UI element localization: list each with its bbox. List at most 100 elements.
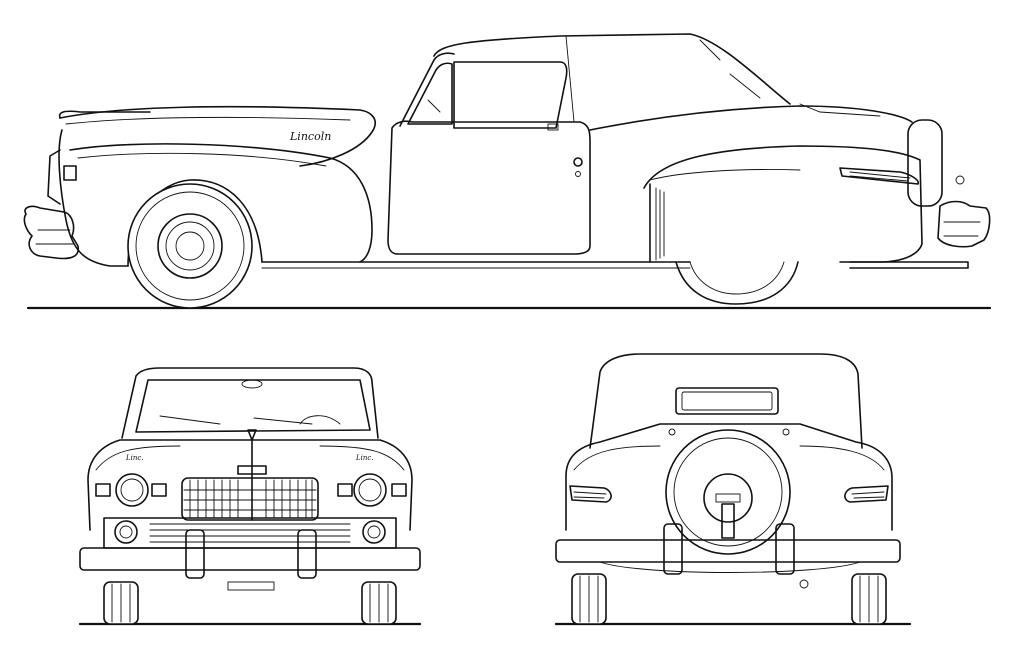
door-outline [387,120,591,255]
spare-hub [703,473,753,523]
fog-lamp-left [114,520,138,544]
front-top-outline [121,367,379,439]
front-grille-side [47,149,61,205]
front-tire-inner [135,191,245,301]
fog-lamp-left-lens [119,525,133,539]
tire-tread-front [111,583,389,623]
headlamp-left-lens [120,478,144,502]
top-seam-1 [565,35,575,123]
headlamp-right-lens [358,478,382,502]
front-hubcap-ring [165,221,215,271]
front-bumper [79,547,421,571]
deck-hinge-right [782,428,790,436]
park-lamp-left-inner [151,483,167,497]
hood-front-edge [58,110,151,119]
lower-grille [103,517,397,549]
mirror [241,379,263,389]
license-plate-front [227,581,275,591]
park-lamp-right [391,483,407,497]
front-fender-crowns [95,445,405,471]
front-hub-center [175,231,205,261]
rear-lamp-small [955,175,965,185]
side-window [453,61,568,129]
front-body-outline [87,439,413,531]
lower-grille-bars [149,523,351,543]
fender-hatching [655,187,665,261]
door-handle [573,157,583,167]
front-tire [127,183,253,309]
tail-lamp-right [844,485,889,503]
rear-window-glass [681,391,773,411]
rear-top-outline [589,353,863,449]
hood-outline [59,105,376,167]
rear-valance [599,561,861,573]
vent-latch [427,99,441,113]
upper-grille-bars [183,479,317,519]
park-lamp-right-inner [337,483,353,497]
rear-guard-lines [943,221,981,237]
tail-lamp-right-ribs [851,491,885,499]
park-lamp-left [95,483,111,497]
front-left-script: Linc. [125,454,144,462]
rear-fender-outline [643,145,923,263]
vent-window [407,62,453,125]
side-script-badge: Lincoln [289,130,331,143]
bumper-guard-lines [35,229,75,245]
tail-lamp-side [839,167,920,185]
door-lock [575,171,581,177]
front-windshield [135,379,371,433]
door-hinge [547,123,559,131]
bumper-guard-right [297,529,317,579]
front-view: Linc. Linc. [78,367,422,626]
fender-crease [77,152,327,167]
spare-cover-ring [673,437,783,547]
upper-grille [181,477,319,521]
continental-spare [907,119,943,207]
fog-lamp-right-lens [367,525,381,539]
rear-window [675,387,779,415]
headlamp-left [115,473,149,507]
spare-emblem [715,493,741,503]
tail-lamp-left-ribs [573,491,607,499]
front-nameplate [237,465,267,475]
windshield-frame [399,52,455,127]
rear-deck-line [589,105,913,131]
rear-bumper-bar [849,261,969,269]
parking-lamp [63,165,77,181]
tail-lamp-left [569,485,612,503]
wiper-right [253,417,313,425]
rear-tire [675,261,799,305]
tail-lamp-ribs [849,171,911,182]
wiper-left [159,415,221,425]
rear-bumper-guard [937,200,991,248]
deck-hinge-left [668,428,676,436]
rear-view [554,353,912,626]
continental-spare-rear [665,429,791,555]
tire-tread-rear [579,575,879,623]
hood-crease [65,116,351,125]
soft-top-outline [433,33,791,105]
front-fender-nose [58,129,129,267]
rear-deck-trim [799,103,881,117]
bumper-guard-left [185,529,205,579]
hood-ornament [247,429,257,441]
headlamp-right [353,473,387,507]
steering-wheel [299,415,341,425]
rear-fender-crease [649,169,801,181]
rear-body-outline [565,423,893,531]
side-view: Lincoln [23,33,992,310]
rear-bumper-guard-right [775,523,795,575]
rear-fender-crowns [573,445,885,471]
front-hubcap [157,213,223,279]
rear-bumper [555,539,901,563]
front-fender-swoop [69,143,373,263]
top-fold-lines [699,39,761,99]
fog-lamp-right [362,520,386,544]
rear-bumper-guard-left [663,523,683,575]
front-bumper-guard [23,205,80,260]
front-right-script: Linc. [355,454,374,462]
rear-tire-inner [689,261,785,295]
exhaust-tip [799,579,809,589]
